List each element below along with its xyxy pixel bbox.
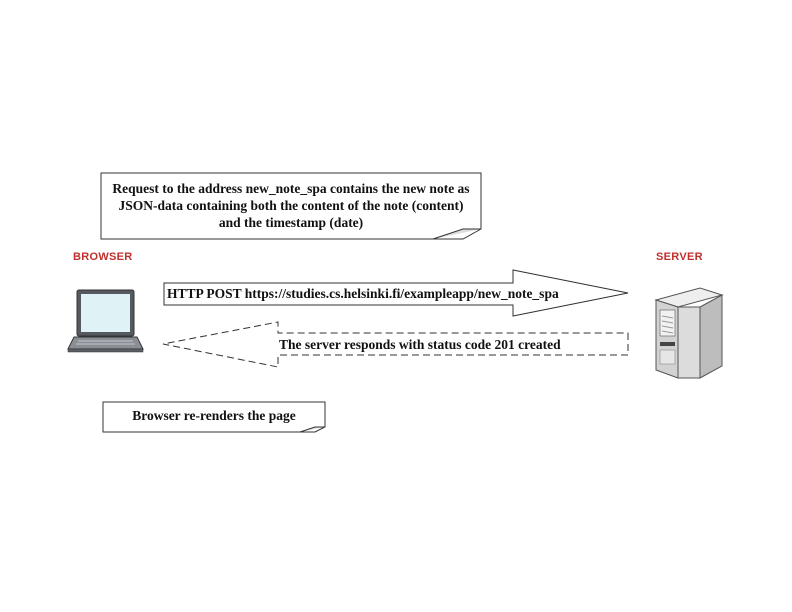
laptop-icon [67,289,144,353]
rerender-note-text: Browser re-renders the page [132,408,296,423]
browser-label: BROWSER [73,251,133,263]
response-arrow-label: The server responds with status code 201… [279,337,561,352]
server-label: SERVER [656,251,703,263]
server-tower-icon [654,287,724,379]
post-arrow-label: HTTP POST https://studies.cs.helsinki.fi… [167,286,559,301]
request-note-box [100,172,482,240]
response-arrow [162,321,629,368]
post-arrow [163,269,629,317]
rerender-note-box [102,401,326,433]
request-note-text: Request to the address new_note_spa cont… [112,181,470,230]
